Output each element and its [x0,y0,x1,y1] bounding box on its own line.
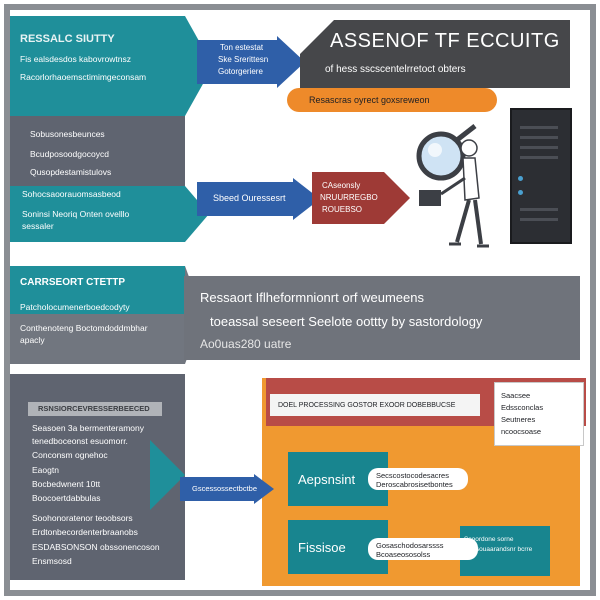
diagram-subtitle: of hess sscscentelrretoct obters [325,64,466,75]
red-box-line-1: CAseonsly [322,181,361,190]
left-bottom-line-3: Conconsm ognehoc [32,450,108,460]
left-mid-line-3: apacly [20,335,45,345]
callout-2-line-1: Gosaschodosarssss [376,541,444,550]
left-top-header: RESSALC SIUTTY [20,33,115,45]
left-mid-header: CARRSEORT CTETTP [20,277,125,288]
left-bullet-panel [10,116,185,186]
teal-box-2-label: Fissisoe [298,540,346,555]
left-top-panel [10,16,185,116]
magnifier-person-icon [416,124,489,248]
bottom-white-card: Saacsee Edssconclas Seutneres ncoocsoase [494,382,584,446]
red-arrow-box [312,172,410,224]
left-mid-panel-2 [10,314,185,364]
callout-1-line-2: Deroscabrosisetbontes [376,480,453,489]
teal-box-small-line-1: Ssoordone sorne [464,536,514,543]
left-mid-panel [10,266,185,314]
mid-line-1: Ressaort Iflheformnionrt orf weumeens [200,290,424,305]
blue-arrow-mid [197,178,320,220]
left-teal-line-2: sessaler [22,221,54,231]
blue-arrow-top-line-1: Ton estestat [220,43,264,52]
bottom-white-note: DOEL PROCESSING GOSTOR EXOOR DOBEBBUCSE [270,394,480,416]
blue-arrow-bottom-label: Gscessossectbctbe [192,484,258,493]
blue-arrow-top-line-3: Gotorgeriere [218,67,263,76]
left-bottom-line-7: Soohonoratenor teoobsors [32,513,133,523]
bottom-white-note-text: DOEL PROCESSING GOSTOR EXOOR DOBEBBUCSE [278,402,456,409]
left-bottom-line-6: Boocoertdabbulas [32,493,101,503]
left-teal-panel [10,186,185,242]
left-bottom-pointer [150,440,185,510]
blue-arrow-top-line-2: Ske Srerittesn [218,55,269,64]
teal-box-1-label: Aepsnsint [298,472,356,487]
left-top-line-1: Fis ealsdesdos kabovrowtnsz [20,54,132,64]
left-bottom-line-9: ESDABSONSON obssonencoson [32,542,160,552]
white-card-line-1: Saacsee [501,391,531,400]
blue-arrow-top [197,36,305,88]
left-bottom-line-4: Eaogtn [32,465,59,475]
red-box-line-2: NRUURREGBO [320,193,378,202]
callout-2-line-2: Bcoaseososolss [376,550,431,559]
left-bottom-line-10: Ensmsosd [32,556,72,566]
white-card-line-2: Edssconclas [501,403,544,412]
white-card-line-3: Seutneres [501,415,536,424]
white-card-line-4: ncoocsoase [501,427,542,436]
callout-1-line-1: Secscostocodesacres [376,471,449,480]
diagram-title: ASSENOF TF ECCUITG [330,30,560,52]
blue-arrow-mid-label: Sbeed Ouressesrt [213,193,286,203]
callout-1: Secscostocodesacres Deroscabrosisetbonte… [368,468,468,490]
left-bottom-line-1: Seasoen 3a bermenteramony [32,423,144,433]
left-mid-line-2: Conthenoteng Boctomdoddmbhar [20,323,148,333]
left-bullet-3: Qusopdestamistulovs [30,167,112,177]
orange-pill: Resascras oyrect goxsreweon [287,88,497,112]
red-box-line-3: ROUEBSO [322,205,363,214]
mid-line-2: toeassal seseert Seelote oottty by sasto… [210,314,483,329]
mid-line-3: Ao0uas280 uatre [200,337,292,351]
left-teal-line-1: Soninsi Neoriq Onten ovelllo [22,209,130,219]
orange-pill-label: Resascras oyrect goxsreweon [309,95,430,105]
left-top-line-2: Racorlorhaoemsctimimgeconsam [20,72,147,82]
callout-2: Gosaschodosarssss Bcoaseososolss [368,538,478,560]
left-bottom-line-2: tenedboceonst esuomorr. [32,436,128,446]
server-rack-icon [510,108,572,244]
left-mid-line-1: Patcholocumenerboedcodyty [20,302,130,312]
title-box: ASSENOF TF ECCUITG of hess sscscentelrre… [300,20,570,88]
blue-arrow-bottom [180,474,274,504]
left-bottom-header-bar [28,402,162,416]
left-bullet-4: Sohocsaoorauomsasbeod [22,189,121,199]
left-bullet-2: Bcudposoodgocoycd [30,149,109,159]
mid-gray-panel [184,276,580,360]
left-bottom-line-8: Erdtonbecordenterbraanobs [32,527,138,537]
left-bottom-line-5: Bocbedwnent 10tt [32,479,101,489]
left-bullet-1: Sobusonesbeunces [30,129,105,139]
teal-box-small-line-2: Gocsouaarandsnr bcrre [464,546,533,553]
title-notch [300,20,334,54]
left-bottom-header: RSNSIORCEVRESSERBEECED [38,404,150,413]
